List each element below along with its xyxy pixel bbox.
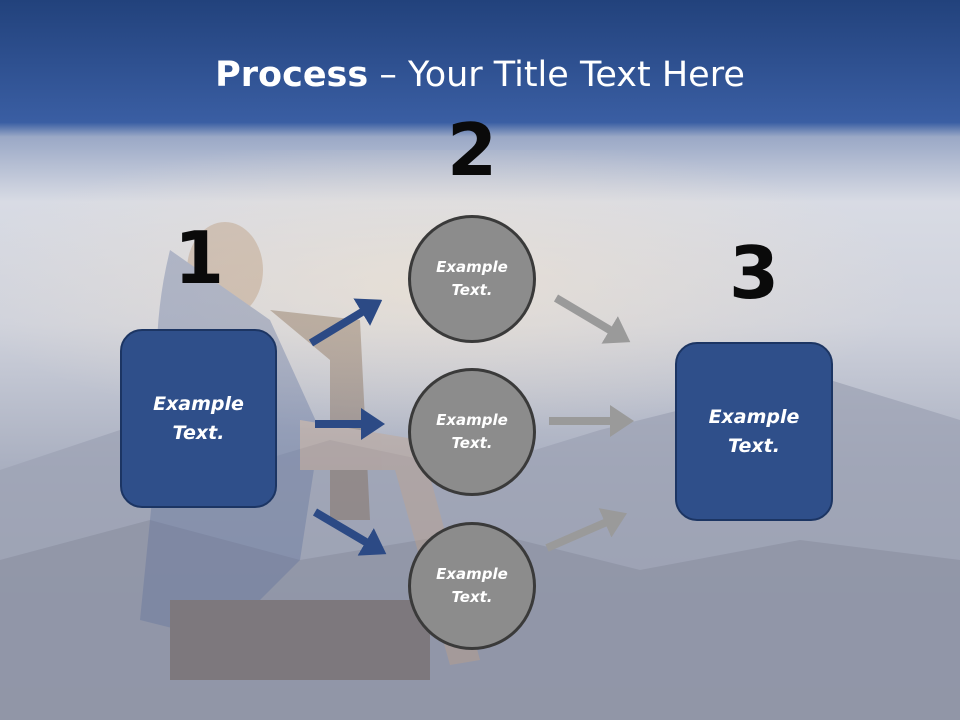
step-1-label: Example Text. — [153, 392, 244, 444]
title-rest: – Your Title Text Here — [368, 55, 745, 95]
step-2-circle-2-label: Example Text. — [436, 411, 508, 452]
step-1-box: Example Text. — [120, 329, 277, 508]
step-number-3: 3 — [728, 231, 780, 315]
step-2-circle-2: Example Text. — [408, 368, 536, 496]
arrow-1-to-2a — [308, 298, 383, 347]
step-number-1: 1 — [173, 216, 225, 300]
step-3-label: Example Text. — [708, 405, 800, 457]
arrow-2c-to-3 — [545, 508, 628, 552]
step-2-circle-3: Example Text. — [408, 522, 536, 650]
arrow-1-to-2c — [312, 508, 387, 556]
title-bold: Process — [215, 55, 369, 95]
arrow-2a-to-3 — [553, 294, 631, 344]
step-3-box: Example Text. — [675, 342, 833, 521]
step-2-circle-1: Example Text. — [408, 215, 536, 343]
step-number-2: 2 — [446, 108, 498, 192]
step-2-circle-1-label: Example Text. — [436, 258, 508, 299]
step-2-circle-3-label: Example Text. — [436, 565, 508, 606]
slide-title: Process – Your Title Text Here — [0, 52, 960, 98]
